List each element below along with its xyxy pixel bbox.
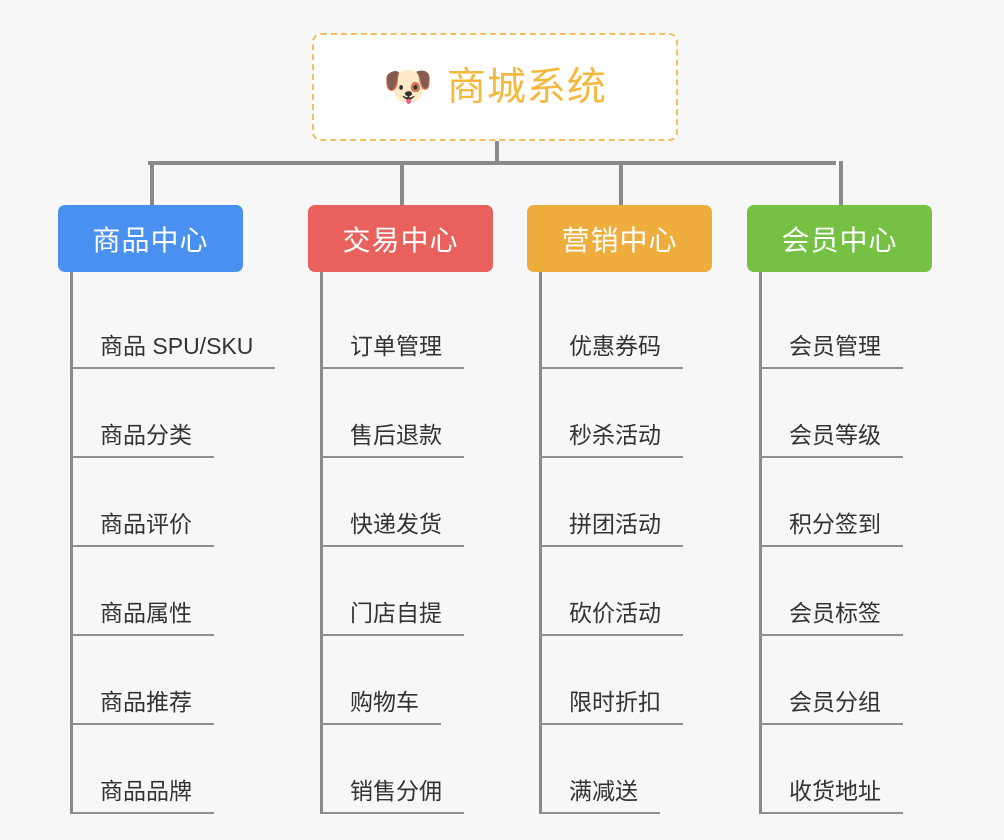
leaf-item[interactable]: 砍价活动 bbox=[527, 547, 712, 636]
leaf-item[interactable]: 快递发货 bbox=[308, 458, 493, 547]
leaf-item-label: 会员标签 bbox=[759, 602, 903, 636]
category-header-label: 营销中心 bbox=[561, 224, 678, 256]
leaf-item[interactable]: 商品评价 bbox=[58, 458, 243, 547]
leaf-item[interactable]: 优惠券码 bbox=[527, 280, 712, 369]
leaf-item[interactable]: 订单管理 bbox=[308, 280, 493, 369]
leaf-item[interactable]: 门店自提 bbox=[308, 547, 493, 636]
leaf-item-label: 优惠券码 bbox=[539, 335, 683, 369]
category-column-member-center: 会员中心会员管理会员等级积分签到会员标签会员分组收货地址 bbox=[747, 205, 932, 814]
leaf-item-label: 秒杀活动 bbox=[539, 424, 683, 458]
leaf-item-label: 购物车 bbox=[320, 691, 441, 725]
connector-horizontal-bus bbox=[148, 161, 836, 165]
leaf-item[interactable]: 商品分类 bbox=[58, 369, 243, 458]
category-column-trade-center: 交易中心订单管理售后退款快递发货门店自提购物车销售分佣 bbox=[308, 205, 493, 814]
leaf-item[interactable]: 会员管理 bbox=[747, 280, 932, 369]
leaf-item[interactable]: 积分签到 bbox=[747, 458, 932, 547]
leaf-item-label: 会员等级 bbox=[759, 424, 903, 458]
leaf-item-label: 会员分组 bbox=[759, 691, 903, 725]
connector-branch-stem-marketing-center bbox=[619, 161, 623, 205]
root-title: 商城系统 bbox=[446, 65, 607, 109]
category-header-member-center[interactable]: 会员中心 bbox=[747, 205, 932, 272]
connector-root-stem bbox=[495, 141, 499, 165]
leaf-item-label: 商品品牌 bbox=[70, 780, 214, 814]
leaf-item-label: 销售分佣 bbox=[320, 780, 464, 814]
leaf-item[interactable]: 会员分组 bbox=[747, 636, 932, 725]
leaf-item-label: 会员管理 bbox=[759, 335, 903, 369]
connector-leaf-spine-member-center bbox=[759, 272, 762, 814]
leaf-item-label: 门店自提 bbox=[320, 602, 464, 636]
leaf-item[interactable]: 商品 SPU/SKU bbox=[58, 280, 276, 369]
category-header-product-center[interactable]: 商品中心 bbox=[58, 205, 243, 272]
connector-branch-stem-member-center bbox=[839, 161, 843, 205]
leaf-item[interactable]: 会员等级 bbox=[747, 369, 932, 458]
connector-leaf-spine-trade-center bbox=[320, 272, 323, 814]
leaf-item-label: 快递发货 bbox=[320, 513, 464, 547]
leaf-item-label: 砍价活动 bbox=[539, 602, 683, 636]
category-header-marketing-center[interactable]: 营销中心 bbox=[527, 205, 712, 272]
leaf-item[interactable]: 会员标签 bbox=[747, 547, 932, 636]
leaf-item[interactable]: 售后退款 bbox=[308, 369, 493, 458]
category-column-product-center: 商品中心商品 SPU/SKU 商品分类商品评价商品属性商品推荐商品品牌 bbox=[58, 205, 276, 814]
leaf-item[interactable]: 满减送 bbox=[527, 725, 712, 814]
leaf-list-product-center: 商品 SPU/SKU 商品分类商品评价商品属性商品推荐商品品牌 bbox=[58, 272, 276, 814]
category-column-marketing-center: 营销中心优惠券码秒杀活动拼团活动砍价活动限时折扣满减送 bbox=[527, 205, 712, 814]
leaf-item[interactable]: 商品推荐 bbox=[58, 636, 243, 725]
root-node[interactable]: 🐶 商城系统 bbox=[312, 33, 678, 141]
category-header-trade-center[interactable]: 交易中心 bbox=[308, 205, 493, 272]
connector-leaf-spine-product-center bbox=[70, 272, 73, 814]
leaf-item[interactable]: 购物车 bbox=[308, 636, 493, 725]
leaf-item-label: 商品 SPU/SKU bbox=[70, 335, 276, 369]
leaf-item[interactable]: 商品品牌 bbox=[58, 725, 243, 814]
connector-branch-stem-product-center bbox=[150, 161, 154, 205]
leaf-list-member-center: 会员管理会员等级积分签到会员标签会员分组收货地址 bbox=[747, 272, 932, 814]
leaf-item-label: 售后退款 bbox=[320, 424, 464, 458]
leaf-item[interactable]: 秒杀活动 bbox=[527, 369, 712, 458]
leaf-item-label: 限时折扣 bbox=[539, 691, 683, 725]
connector-branch-stem-trade-center bbox=[400, 161, 404, 205]
leaf-item-label: 订单管理 bbox=[320, 335, 464, 369]
leaf-item-label: 商品推荐 bbox=[70, 691, 214, 725]
leaf-item-label: 积分签到 bbox=[759, 513, 903, 547]
connector-leaf-spine-marketing-center bbox=[539, 272, 542, 814]
leaf-list-marketing-center: 优惠券码秒杀活动拼团活动砍价活动限时折扣满减送 bbox=[527, 272, 712, 814]
leaf-item-label: 商品属性 bbox=[70, 602, 214, 636]
category-header-label: 会员中心 bbox=[781, 224, 898, 256]
category-header-label: 商品中心 bbox=[92, 224, 209, 256]
leaf-item[interactable]: 拼团活动 bbox=[527, 458, 712, 547]
category-header-label: 交易中心 bbox=[342, 224, 459, 256]
leaf-item[interactable]: 收货地址 bbox=[747, 725, 932, 814]
leaf-item[interactable]: 销售分佣 bbox=[308, 725, 493, 814]
leaf-item-label: 拼团活动 bbox=[539, 513, 683, 547]
leaf-item[interactable]: 商品属性 bbox=[58, 547, 243, 636]
leaf-item-label: 商品评价 bbox=[70, 513, 214, 547]
leaf-item-label: 收货地址 bbox=[759, 780, 903, 814]
leaf-list-trade-center: 订单管理售后退款快递发货门店自提购物车销售分佣 bbox=[308, 272, 493, 814]
leaf-item-label: 商品分类 bbox=[70, 424, 214, 458]
leaf-item-label: 满减送 bbox=[539, 780, 660, 814]
dog-face-icon: 🐶 bbox=[383, 65, 433, 109]
leaf-item[interactable]: 限时折扣 bbox=[527, 636, 712, 725]
